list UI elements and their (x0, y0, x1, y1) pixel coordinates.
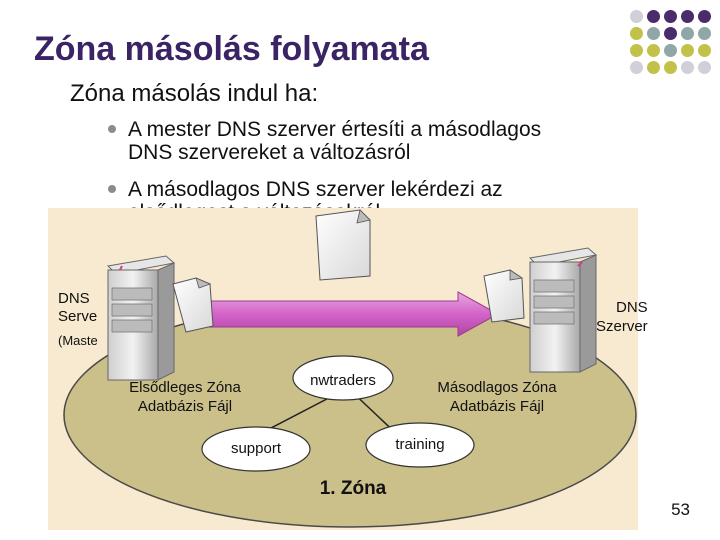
decorative-dot (698, 61, 711, 74)
bullet-2-line-1: A másodlagos DNS szerver lekérdezi az (128, 178, 503, 201)
right-server-label: DNS Szerver (596, 298, 648, 336)
transfer-arrow (197, 291, 500, 337)
left-server-label-line-1: DNS (58, 290, 90, 307)
decorative-dot (681, 44, 694, 57)
decorative-dot (630, 10, 643, 23)
decorative-dot (647, 27, 660, 40)
training-node (365, 422, 475, 468)
decorative-dot (681, 10, 694, 23)
bullet-dot-icon (108, 185, 116, 193)
transfer-file-icon (315, 209, 371, 281)
zone-transfer-diagram: DNS Serve (Maste DNS Szerver Elsődleges … (48, 208, 648, 530)
decorative-dot (630, 44, 643, 57)
primary-db-label-line-2: Adatbázis Fájl (137, 398, 233, 415)
bullet-1-line-2: DNS szervereket a változásról (128, 141, 411, 164)
decorative-dot (698, 27, 711, 40)
left-server-label: DNS Serve (Maste (58, 290, 98, 350)
left-server-icon (106, 255, 176, 381)
secondary-zone-file-icon (483, 269, 525, 323)
bullet-1-line-1: A mester DNS szerver értesíti a másodlag… (128, 118, 542, 141)
decorative-dot (664, 44, 677, 57)
decorative-dot (664, 61, 677, 74)
page-number: 53 (671, 500, 690, 519)
left-server-label-line-2: Serve (58, 308, 98, 325)
secondary-db-label: Másodlagos Zóna Adatbázis Fájl (422, 378, 572, 416)
decorative-dot (630, 61, 643, 74)
decorative-dot (681, 27, 694, 40)
support-node (201, 426, 311, 472)
decorative-dot (681, 61, 694, 74)
right-server-label-line-1: DNS (616, 299, 648, 316)
right-server-label-line-2: Szerver (596, 318, 648, 335)
left-server-label-line-3: (Maste (58, 333, 98, 348)
decorative-dot (647, 61, 660, 74)
nwtraders-label: nwtraders (310, 372, 376, 389)
decorative-dot (698, 10, 711, 23)
right-server-icon (528, 247, 598, 373)
decorative-dot (664, 10, 677, 23)
decorative-dot (647, 44, 660, 57)
primary-db-label-line-1: Elsődleges Zóna (129, 379, 241, 396)
decorative-dot (647, 10, 660, 23)
decorative-dot (698, 44, 711, 57)
training-label: training (395, 436, 445, 453)
slide-title: Zóna másolás folyamata (34, 30, 429, 68)
bullet-dot-icon (108, 125, 116, 133)
primary-zone-file-icon (172, 277, 214, 333)
zone-label: 1. Zóna (319, 478, 387, 499)
secondary-db-label-line-2: Adatbázis Fájl (449, 398, 545, 415)
slide-subtitle: Zóna másolás indul ha: (70, 80, 319, 107)
nwtraders-node (292, 355, 394, 401)
decorative-dot (630, 27, 643, 40)
decorative-dot (664, 27, 677, 40)
secondary-db-label-line-1: Másodlagos Zóna (437, 379, 557, 396)
primary-db-label: Elsődleges Zóna Adatbázis Fájl (110, 378, 260, 416)
diagram-canvas (48, 208, 638, 530)
support-label: support (230, 440, 282, 457)
